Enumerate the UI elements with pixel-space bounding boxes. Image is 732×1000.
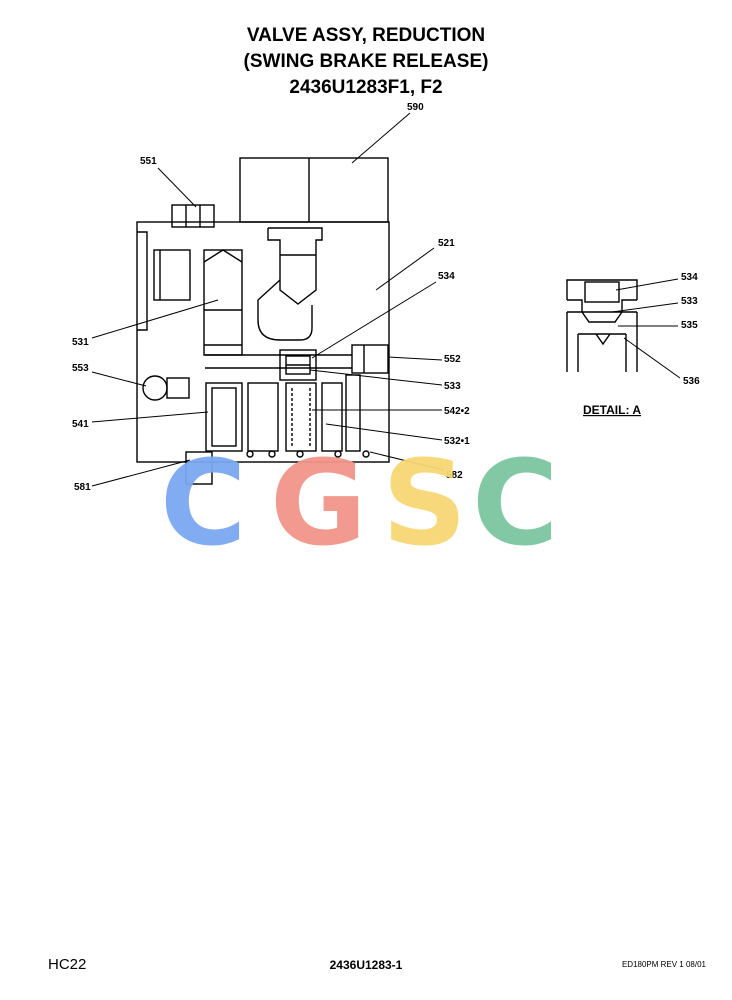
callout-534: 534 bbox=[438, 271, 455, 282]
leader-lines bbox=[91, 112, 445, 487]
title-line-2: (SWING BRAKE RELEASE) bbox=[243, 51, 489, 72]
detail-callout-534: 534 bbox=[681, 272, 698, 283]
part-590-cap bbox=[239, 157, 389, 223]
callout-541: 541 bbox=[72, 419, 89, 430]
part-541-bore bbox=[205, 382, 243, 452]
callout-533: 533 bbox=[444, 381, 461, 392]
detail-leader-lines bbox=[611, 278, 681, 379]
footer-left-code: HC22 bbox=[48, 956, 87, 973]
callout-531: 531 bbox=[72, 337, 89, 348]
callout-581: 581 bbox=[74, 482, 91, 493]
part-553-orifice bbox=[142, 375, 168, 401]
title-line-3: 2436U1283F1, F2 bbox=[289, 77, 443, 98]
detail-a-drawing bbox=[566, 279, 638, 372]
callout-590: 590 bbox=[407, 102, 424, 113]
part-left-plug bbox=[153, 249, 191, 301]
callout-582: 582 bbox=[446, 470, 463, 481]
callout-553: 553 bbox=[72, 363, 89, 374]
part-552-plug bbox=[351, 344, 389, 374]
watermark-letter-c2: C bbox=[472, 434, 559, 572]
title-line-1: VALVE ASSY, REDUCTION bbox=[246, 25, 486, 46]
detail-callout-536: 536 bbox=[683, 376, 700, 387]
callout-532: 532•1 bbox=[444, 436, 470, 447]
detail-callout-533: 533 bbox=[681, 296, 698, 307]
part-521-body bbox=[136, 221, 390, 463]
watermark-letter-s: S bbox=[382, 434, 467, 572]
footer-part-number: 2436U1283-1 bbox=[329, 958, 403, 972]
watermark: C G S C bbox=[160, 434, 559, 572]
part-top-plug bbox=[267, 227, 323, 305]
detail-a-label: DETAIL: A bbox=[583, 403, 641, 417]
part-532-bore bbox=[321, 382, 343, 452]
callout-542: 542•2 bbox=[444, 406, 470, 417]
detail-a-window bbox=[279, 349, 317, 381]
watermark-letter-g: G bbox=[270, 434, 367, 572]
callout-551: 551 bbox=[140, 156, 157, 167]
part-581-plug bbox=[185, 451, 213, 485]
callout-521: 521 bbox=[438, 238, 455, 249]
callout-552: 552 bbox=[444, 354, 461, 365]
part-551-bolt bbox=[171, 204, 215, 228]
footer-revision: ED180PM REV 1 08/01 bbox=[621, 960, 706, 969]
watermark-letter-c1: C bbox=[160, 434, 247, 572]
detail-callout-535: 535 bbox=[681, 320, 698, 331]
